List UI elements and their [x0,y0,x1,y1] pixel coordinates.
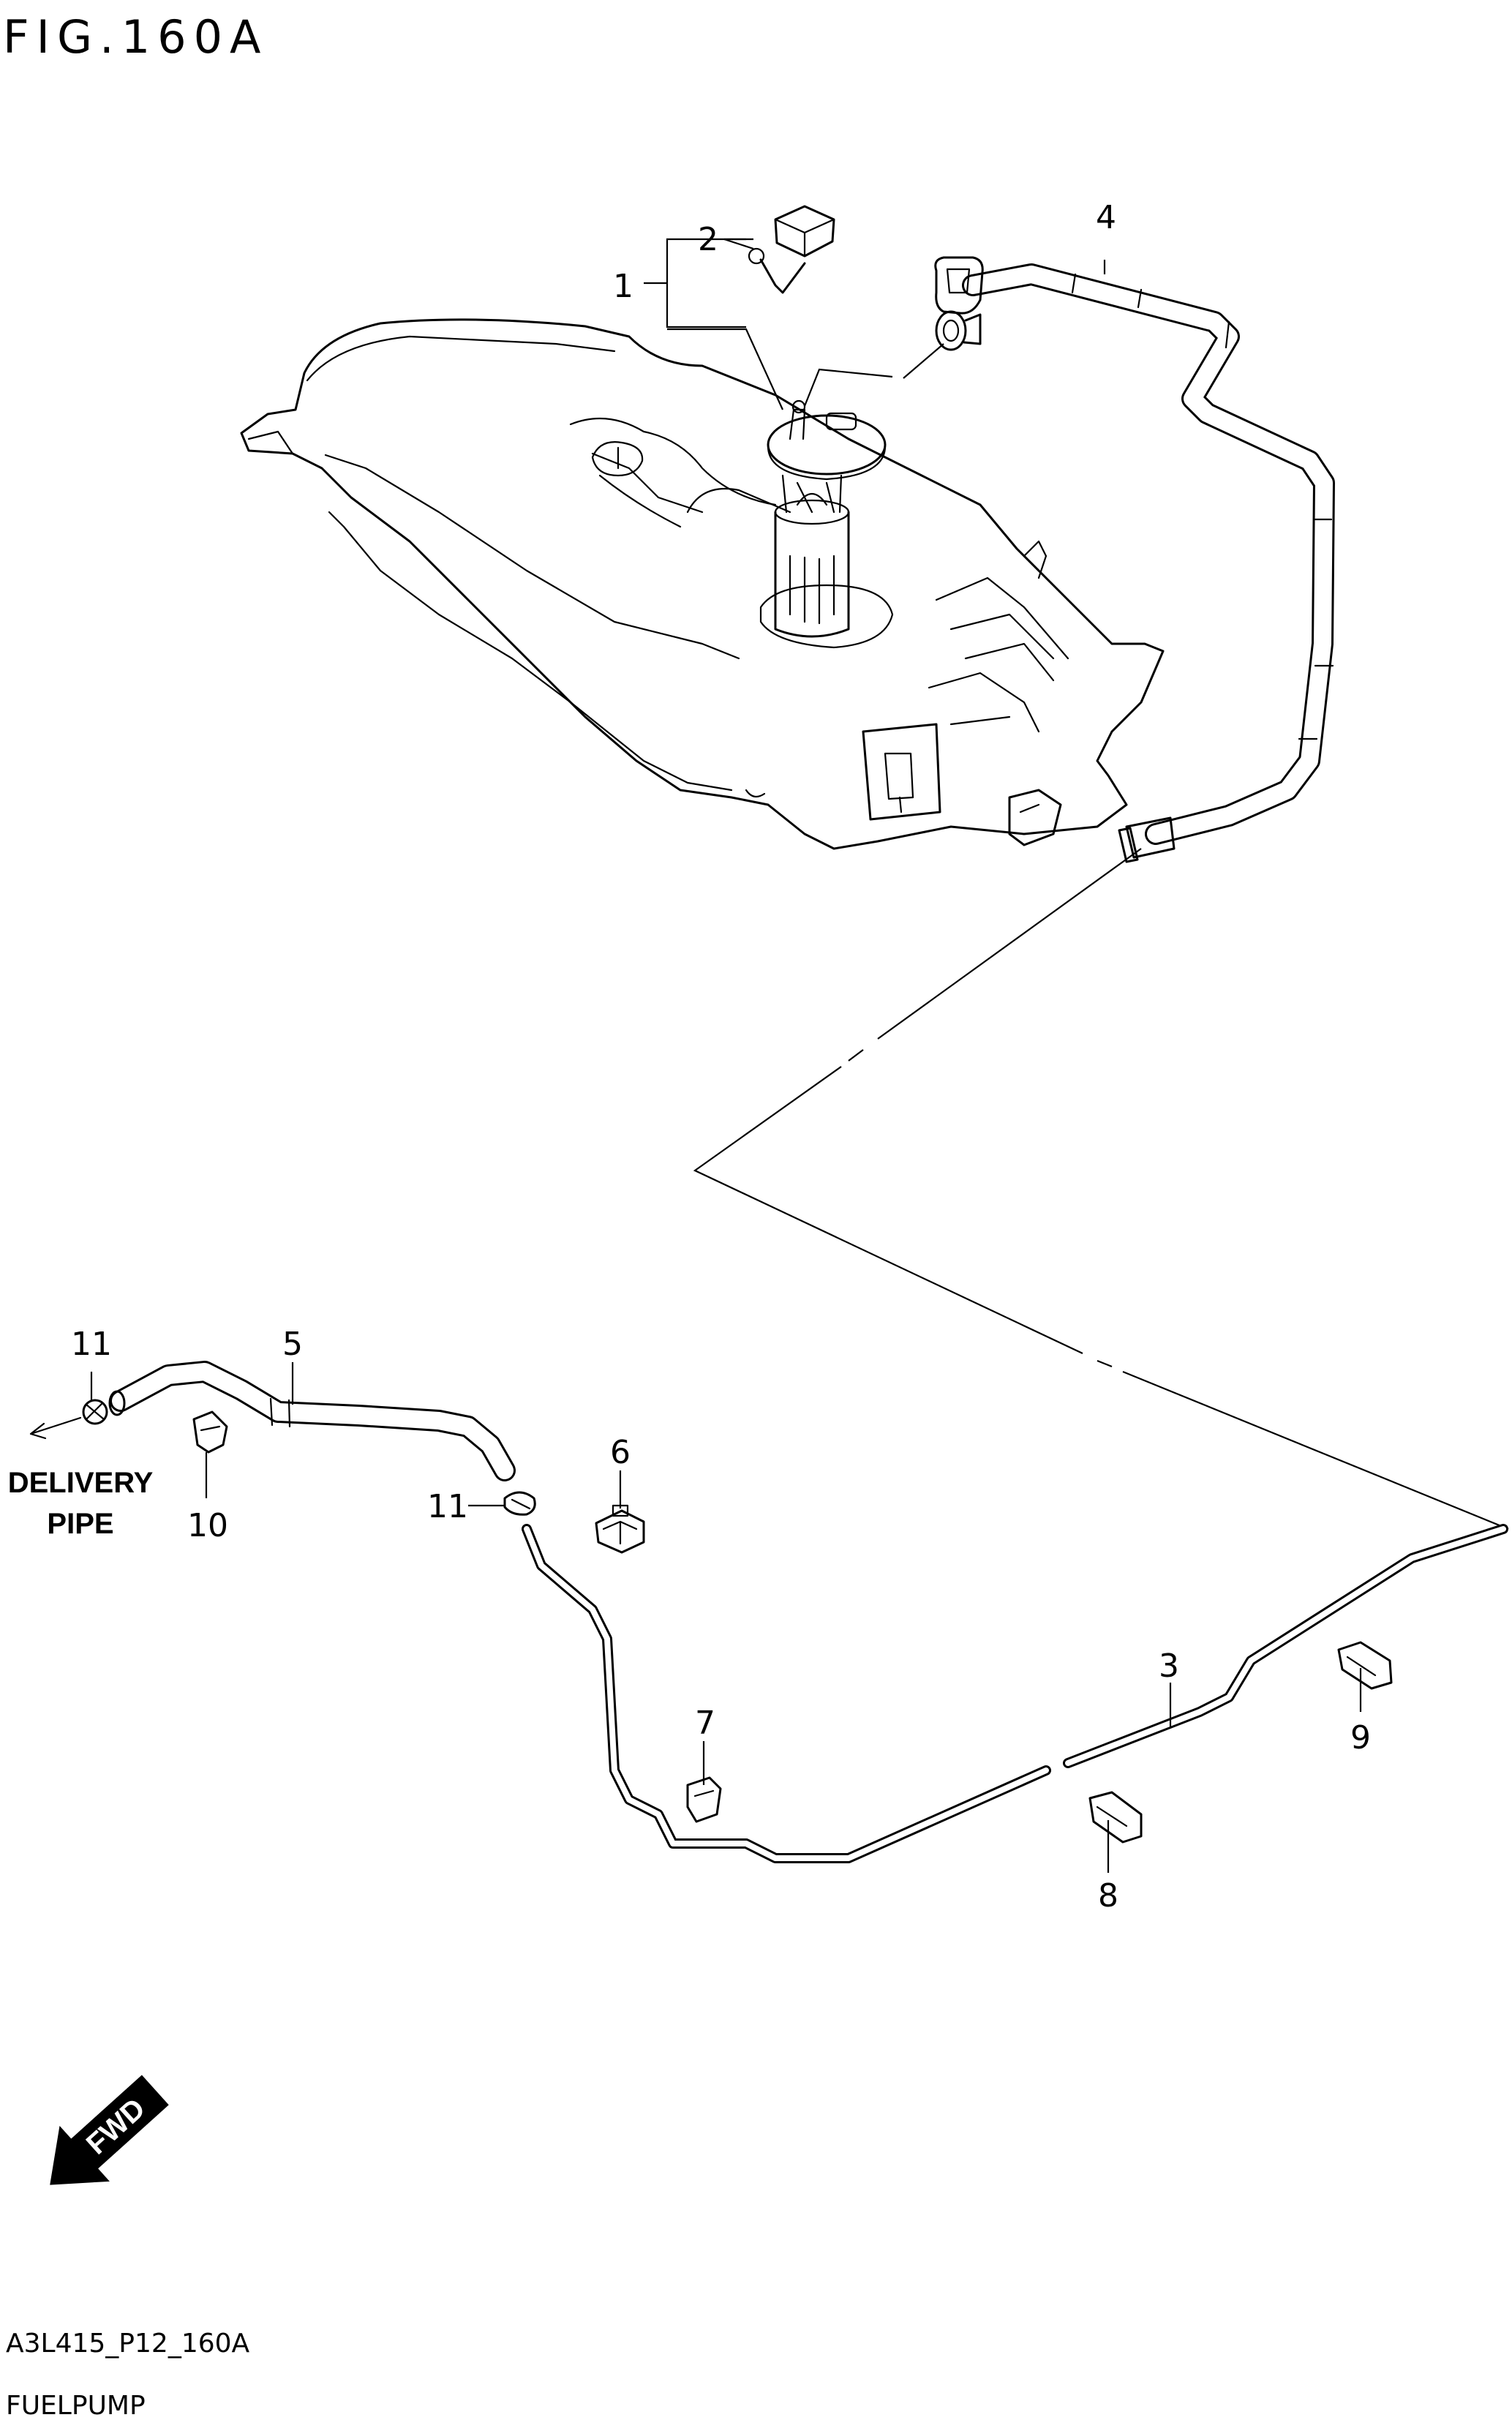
callout-8[interactable]: 8 [1098,1877,1118,1915]
callout-11-left[interactable]: 11 [71,1326,112,1363]
callout-11-right[interactable]: 11 [427,1488,468,1525]
drawing-code: A3L415_P12_160A [6,2329,250,2359]
callout-2[interactable]: 2 [698,221,718,258]
pipe-clamp-6[interactable] [595,1504,645,1554]
callout-3[interactable]: 3 [1159,1647,1179,1685]
pipe-clip-9[interactable] [1337,1641,1393,1690]
callout-10[interactable]: 10 [187,1507,228,1544]
pipe-clip-7[interactable] [686,1776,722,1823]
figure-title: FIG.160A [3,10,268,64]
hose-clamp-left[interactable] [82,1399,108,1425]
fuel-tank[interactable] [240,318,1165,850]
callout-1[interactable]: 1 [613,268,633,305]
callout-9[interactable]: 9 [1350,1719,1371,1756]
pipe-clip-8[interactable] [1088,1791,1143,1844]
return-hose[interactable] [934,256,1335,863]
destination-line1: DELIVERY [8,1467,154,1499]
delivery-hose[interactable] [108,1361,516,1481]
section-name: FUELPUMP [6,2391,146,2421]
fuel-pump-assembly[interactable] [767,399,887,638]
hose-connection-line [803,343,944,407]
bracket-1 [666,238,784,410]
hose-clamp-right[interactable] [503,1491,536,1516]
callout-leaders [90,238,1362,1873]
callout-7[interactable]: 7 [695,1705,715,1742]
fuel-feed-pipe[interactable] [522,1524,1508,1863]
delivery-pipe-arrow-icon [29,1416,82,1440]
fwd-arrow-icon: FWD [50,2075,169,2185]
callout-5[interactable]: 5 [282,1326,303,1363]
callout-6[interactable]: 6 [610,1434,631,1471]
destination-line2: PIPE [47,1508,113,1540]
routing-line [693,848,1509,1530]
callout-4[interactable]: 4 [1096,199,1116,236]
clip-10[interactable] [192,1410,228,1454]
connector-clip[interactable] [748,205,835,294]
